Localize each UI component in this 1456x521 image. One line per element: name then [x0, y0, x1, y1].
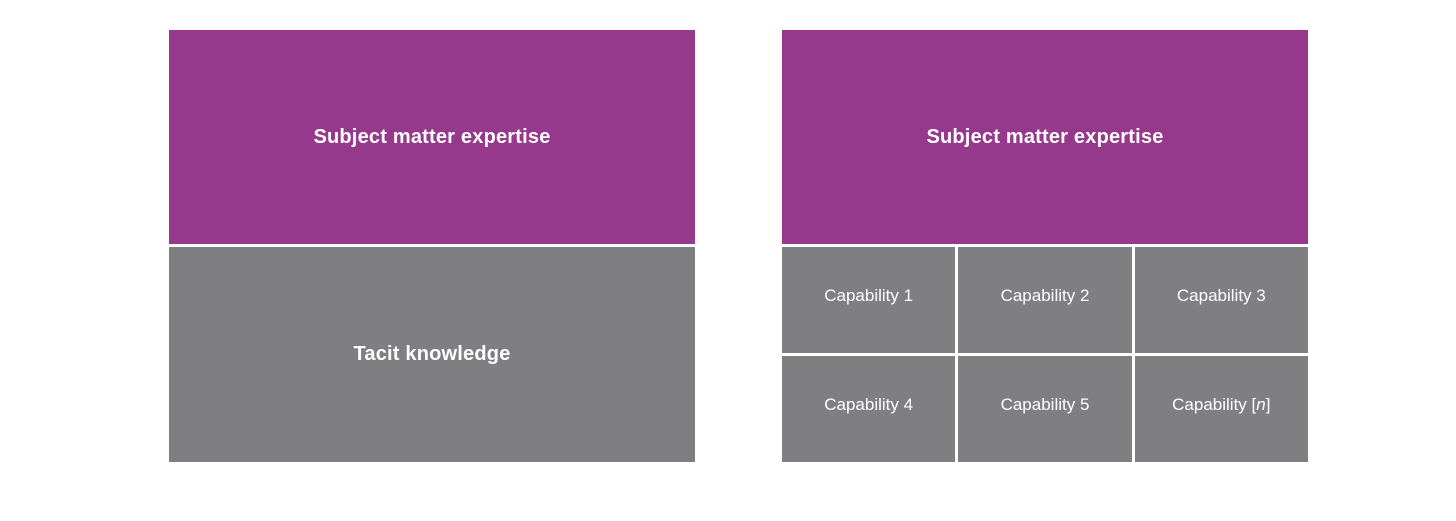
- capability-n-prefix: Capability [: [1172, 395, 1257, 414]
- capability-cell-5: Capability 5: [958, 356, 1132, 462]
- right-subject-matter-expertise-label: Subject matter expertise: [926, 125, 1164, 148]
- left-subject-matter-expertise-label: Subject matter expertise: [313, 125, 551, 148]
- capability-4-label: Capability 4: [824, 395, 914, 414]
- capability-2-label: Capability 2: [1000, 286, 1090, 305]
- capability-n-variable: n: [1256, 395, 1266, 414]
- capability-cell-2: Capability 2: [958, 247, 1132, 353]
- capability-cell-3: Capability 3: [1134, 247, 1308, 353]
- capability-1-label: Capability 1: [824, 286, 914, 305]
- capability-cell-1: Capability 1: [782, 247, 956, 353]
- capabilities-grid: Capability 1 Capability 2 Capability 3 C…: [782, 247, 1308, 462]
- capability-n-suffix: ]: [1265, 395, 1271, 414]
- left-tacit-knowledge-block: Tacit knowledge: [169, 247, 695, 462]
- right-diagram: Subject matter expertise Capability 1 Ca…: [782, 30, 1308, 462]
- capability-3-label: Capability 3: [1176, 286, 1266, 305]
- capability-cell-4: Capability 4: [782, 356, 956, 462]
- capability-n-label: Capability [n]: [1172, 395, 1270, 415]
- left-subject-matter-expertise-block: Subject matter expertise: [169, 30, 695, 244]
- capability-5-label: Capability 5: [1000, 395, 1090, 414]
- right-subject-matter-expertise-block: Subject matter expertise: [782, 30, 1308, 244]
- left-tacit-knowledge-label: Tacit knowledge: [353, 343, 511, 365]
- left-diagram: Subject matter expertise Tacit knowledge: [169, 30, 695, 462]
- capability-cell-n: Capability [n]: [1134, 356, 1308, 462]
